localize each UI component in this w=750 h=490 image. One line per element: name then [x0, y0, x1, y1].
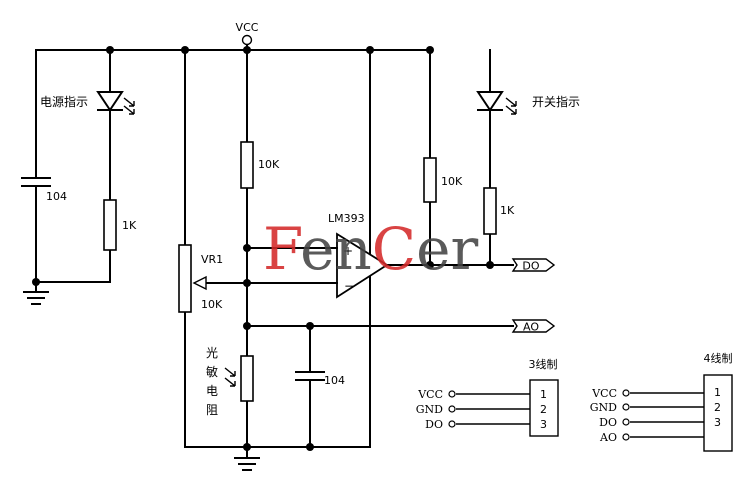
- connector3-pin-3: 3: [540, 418, 547, 431]
- photoresistor: 光 敏 电 阻: [206, 346, 254, 417]
- junction-dots: [32, 46, 494, 451]
- resistor-1k-right: 1K: [483, 187, 515, 235]
- switch-led: 开关指示: [476, 91, 580, 115]
- ldr-char-3: 电: [206, 384, 218, 398]
- connector4-signal-do: DO: [599, 416, 617, 429]
- ldr-char-2: 敏: [206, 364, 218, 379]
- do-port: DO: [511, 258, 556, 273]
- resistor-10k-mid: 10K: [240, 141, 280, 189]
- resistor-10k-right: 10K: [423, 157, 463, 203]
- comparator-lm393: + − LM393: [328, 212, 389, 299]
- ao-port-label: AO: [523, 321, 539, 334]
- connector-3-wire: 3线制 1 2 3 VCC GND DO: [416, 357, 559, 437]
- ao-port: AO: [511, 319, 556, 334]
- connector3-signal-vcc: VCC: [417, 388, 443, 401]
- capacitor-bottom-label: 104: [324, 374, 345, 387]
- vr1-value-label: 10K: [201, 298, 223, 311]
- resistor-1k-left: 1K: [103, 199, 137, 251]
- switch-led-label: 开关指示: [532, 94, 580, 109]
- connector3-pin-1: 1: [540, 388, 547, 401]
- capacitor-bottom: 104: [295, 371, 345, 387]
- ldr-char-1: 光: [206, 346, 218, 360]
- connector3-signal-gnd: GND: [416, 403, 443, 416]
- resistor-10k-right-label: 10K: [441, 175, 463, 188]
- vcc-label: VCC: [236, 21, 259, 34]
- ground-symbol-bottom: [234, 457, 260, 471]
- connector4-signal-ao: AO: [599, 431, 617, 444]
- capacitor-left: 104: [21, 177, 67, 203]
- resistor-1k-right-label: 1K: [500, 204, 515, 217]
- connector4-pin-3: 3: [714, 416, 721, 429]
- connector4-pin-1: 1: [714, 386, 721, 399]
- resistor-1k-left-label: 1K: [122, 219, 137, 232]
- comparator-minus: −: [344, 279, 354, 293]
- power-led: 电源指示: [40, 91, 135, 115]
- power-led-label: 电源指示: [40, 94, 88, 109]
- vr1-name-label: VR1: [201, 253, 223, 266]
- vcc-terminal: VCC: [236, 21, 259, 46]
- watermark-logo: FenCer: [263, 215, 478, 283]
- connector3-signal-do: DO: [425, 418, 443, 431]
- connector4-title: 4线制: [704, 351, 733, 365]
- connector4-pin-2: 2: [714, 401, 721, 414]
- resistor-10k-mid-label: 10K: [258, 158, 280, 171]
- connector4-signal-gnd: GND: [590, 401, 617, 414]
- do-port-label: DO: [522, 260, 539, 273]
- connector4-signal-vcc: VCC: [591, 387, 617, 400]
- ground-symbol-left: [23, 291, 49, 305]
- comparator-plus: +: [343, 244, 353, 258]
- connector3-pin-2: 2: [540, 403, 547, 416]
- ldr-char-4: 阻: [206, 403, 218, 417]
- connector3-title: 3线制: [529, 357, 558, 371]
- wires: [35, 44, 514, 459]
- comparator-label: LM393: [328, 212, 365, 225]
- potentiometer-vr1: VR1 10K: [178, 244, 223, 313]
- connector-4-wire: 4线制 1 2 3 VCC GND DO AO: [590, 351, 733, 452]
- capacitor-left-label: 104: [46, 190, 67, 203]
- watermark-text: FenCer: [263, 215, 478, 283]
